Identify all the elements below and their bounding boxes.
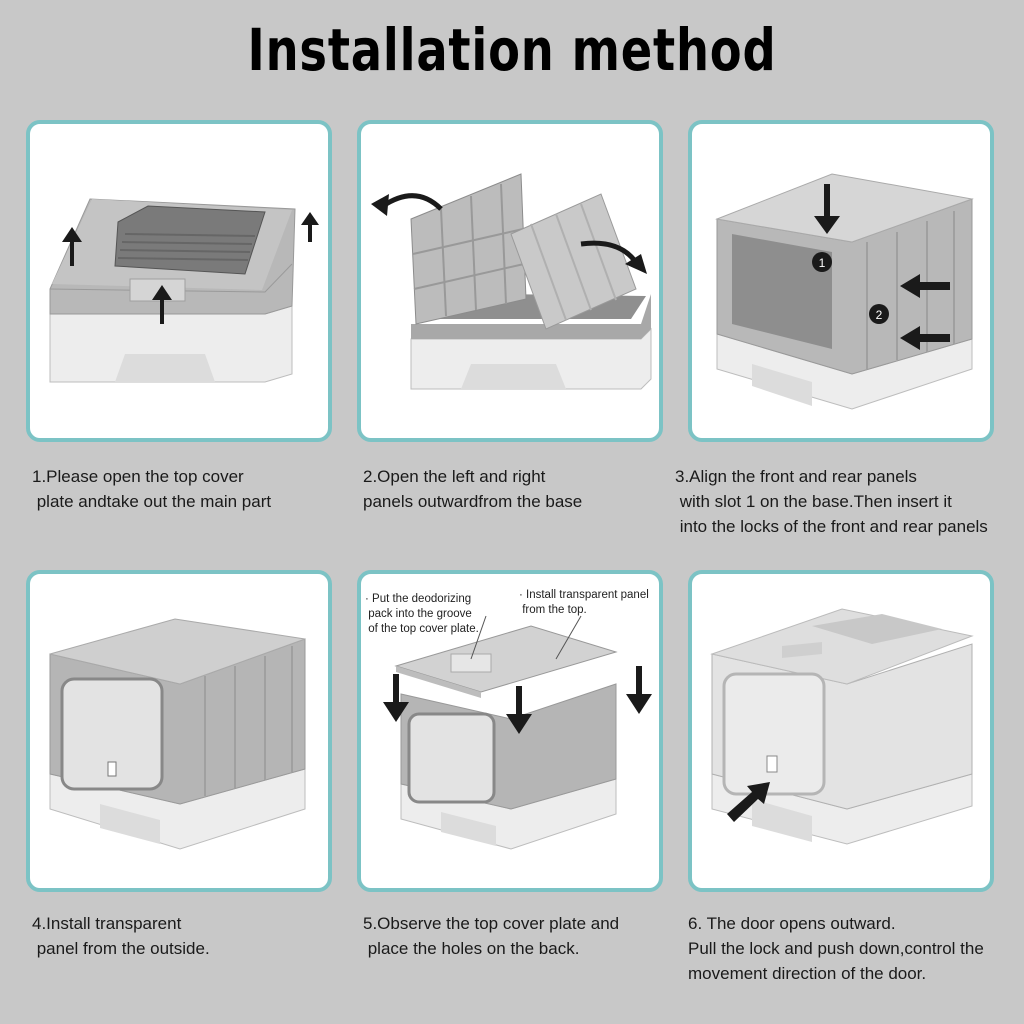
transparent-panel-note: · Install transparent panel from the top… [519, 589, 649, 616]
step-4-image [26, 570, 332, 892]
page-title: Installation method [247, 16, 777, 84]
step-6-caption: 6. The door opens outward. Pull the lock… [688, 914, 984, 983]
step-1-image [26, 120, 332, 442]
step-3-caption: 3.Align the front and rear panels with s… [675, 467, 988, 536]
deodorizing-note: · Put the deodorizing pack into the groo… [365, 593, 479, 635]
step-1-caption: 1.Please open the top cover plate andtak… [32, 467, 272, 511]
step-2-image [357, 120, 663, 442]
step-5-caption: 5.Observe the top cover plate and place … [363, 914, 620, 958]
marker-2: 2 [876, 308, 883, 322]
step-3-image: 1 2 [688, 120, 994, 442]
marker-1: 1 [819, 256, 826, 270]
step-6-image [688, 570, 994, 892]
step-5-image: · Put the deodorizing pack into the groo… [357, 570, 663, 892]
step-4-caption: 4.Install transparent panel from the out… [32, 914, 210, 958]
step-2-caption: 2.Open the left and right panels outward… [363, 467, 583, 511]
